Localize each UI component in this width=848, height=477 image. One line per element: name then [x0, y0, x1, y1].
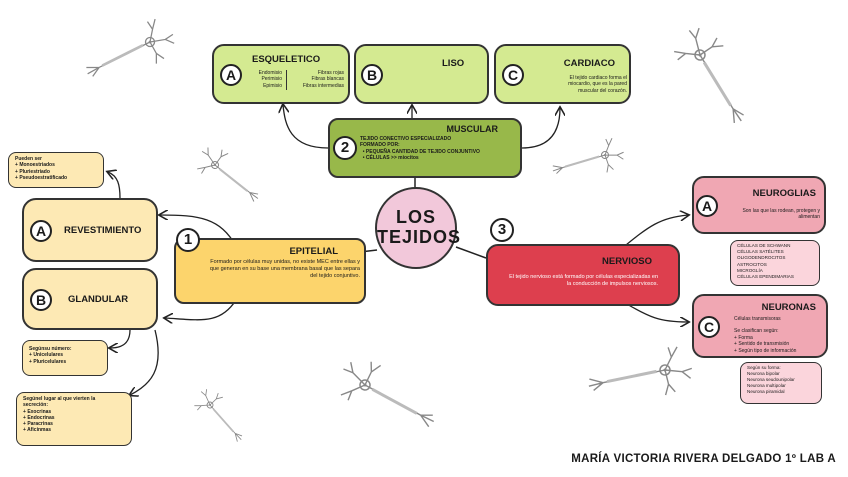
- glandular-note1-item: + Pluricelulares: [29, 358, 67, 365]
- muscular-description: TEJIDO CONECTIVO ESPECIALIZADO FORMADO P…: [360, 136, 480, 161]
- arrow-to-glandular-note1: [110, 329, 131, 348]
- glandular-note2-item: + Endocrinas: [23, 414, 55, 421]
- neuroglia-item: MICROGLÍA: [737, 267, 763, 273]
- revestimiento-letter: A: [30, 220, 52, 242]
- glandular-note1-header: Segúnsu número:: [29, 346, 72, 352]
- neuronas-form-item: Neurona bipolar: [747, 371, 780, 376]
- glandular-note-number: Segúnsu número: + Unicelulares + Plurice…: [22, 340, 108, 376]
- neuron-drawing-7: [187, 384, 257, 444]
- epitelial-title: EPITELIAL: [289, 246, 338, 257]
- neuroglia-item: CÉLULAS EPENDIMARIAS: [737, 274, 794, 280]
- revest-note-item: + Monoestriados: [15, 162, 55, 169]
- neuronas-classify-item: + Sentido de transmisión: [734, 341, 790, 348]
- revest-note-item: + Pluriestriado: [15, 168, 50, 175]
- liso-letter: B: [361, 64, 383, 86]
- glandular-note1-item: + Unicelulares: [29, 352, 64, 359]
- neuron-drawing-2: [660, 19, 774, 128]
- esqueletico-left-list: Endomisio Perimisio Epimisio: [252, 70, 282, 89]
- nervioso-box: NERVIOSO El tejido nervioso está formado…: [486, 244, 680, 306]
- neuroglia-item: CÉLULAS SATÉLITES: [737, 249, 784, 255]
- esqueletico-item: Fibras blancas: [311, 76, 344, 83]
- epitelial-number-badge: 1: [176, 228, 200, 252]
- esqueletico-right-list: Fibras rojas Fibras blancas Fibras inter…: [290, 70, 344, 89]
- neuronas-classify-item: + Forma: [734, 335, 753, 341]
- neuroglia-item: CÉLULAS DE SCHWANN: [737, 243, 791, 248]
- muscular-line: TEJIDO CONECTIVO ESPECIALIZADO: [360, 136, 452, 142]
- arrow-to-glandular-note2: [130, 329, 159, 395]
- neuron-drawing-1: [82, 6, 182, 106]
- arrow-to-glandular: [165, 299, 237, 320]
- nervioso-title: NERVIOSO: [602, 256, 652, 267]
- neuronas-box: NEURONAS Células transmisoras Se clasifi…: [692, 294, 828, 358]
- cardiaco-text: El tejido cardiaco forma el miocardio, q…: [568, 75, 627, 94]
- nervioso-number-badge: 3: [490, 218, 514, 242]
- esqueletico-letter: A: [220, 64, 242, 86]
- center-node: LOS TEJIDOS: [375, 187, 462, 269]
- neuronas-form-header: Según su forma:: [747, 365, 781, 370]
- neuroglia-item: ASTROCITOS: [737, 261, 767, 267]
- muscular-box: MUSCULAR TEJIDO CONECTIVO ESPECIALIZADO …: [328, 118, 522, 178]
- esqueletico-item: Perimisio: [261, 76, 282, 83]
- arrow-to-revest-note: [108, 172, 121, 199]
- glandular-title: GLANDULAR: [68, 294, 129, 305]
- revestimiento-note: Pueden ser + Monoestriados + Pluriestria…: [8, 152, 104, 188]
- center-title-line1: LOS: [395, 207, 436, 227]
- arrow-to-cardiaco: [521, 108, 560, 149]
- glandular-note2-header: Segúnel lugar al que vierten la secreció…: [23, 396, 96, 409]
- esqueletico-item: Fibras rojas: [317, 70, 344, 76]
- neuron-drawing-5: [334, 355, 444, 429]
- epitelial-box: EPITELIAL Formado por células muy unidas…: [174, 238, 366, 304]
- liso-title: LISO: [442, 58, 465, 69]
- neuronas-classify-header: Se clasifican según:: [734, 328, 779, 334]
- neuroglias-title: NEUROGLIAS: [752, 188, 816, 199]
- esqueletico-item: Epimisio: [263, 82, 282, 89]
- muscular-number-badge: 2: [333, 136, 357, 160]
- author-signature: MARÍA VICTORIA RIVERA DELGADO 1º LAB A: [571, 453, 836, 465]
- glandular-note2-item: + Exocrinas: [23, 408, 52, 415]
- esqueletico-item: Endomisio: [258, 70, 282, 76]
- esqueletico-title: ESQUELETICO: [252, 54, 321, 65]
- neuronas-form-item: Neurona multipolar: [747, 383, 786, 388]
- nervioso-text: El tejido nervioso está formado por célu…: [509, 274, 658, 287]
- glandular-note2-item: + Paracrinas: [23, 421, 53, 428]
- neuron-drawing-4: [549, 127, 630, 200]
- neuron-drawing-6: [584, 330, 700, 430]
- arrow-to-neuroglias: [619, 215, 688, 251]
- neuronas-classify-item: + Según tipo de información: [734, 347, 797, 354]
- glandular-note2-item: + Aficinmas: [23, 427, 52, 434]
- neuroglias-text: Son las que las rodean, protegen y alime…: [742, 208, 820, 221]
- neuroglia-item: OLIGODENDROCITOS: [737, 255, 786, 261]
- revestimiento-title: REVESTIMIENTO: [64, 225, 142, 236]
- cardiaco-letter: C: [502, 64, 524, 86]
- esqueletico-item: Fibras intermedias: [302, 82, 344, 89]
- muscular-title: MUSCULAR: [446, 124, 499, 134]
- glandular-letter: B: [30, 289, 52, 311]
- neuronas-title: NEURONAS: [761, 302, 816, 313]
- center-title-line2: TEJIDOS: [377, 227, 462, 247]
- esqueletico-divider: [286, 70, 287, 90]
- neuronas-letter: C: [698, 316, 720, 338]
- connector-center-nervioso: [455, 246, 487, 259]
- muscular-bullet: • PEQUEÑA CANTIDAD DE TEJIDO CONJUNTIVO: [360, 148, 480, 155]
- muscular-bullet: • CÉLULAS >> miocitos: [360, 154, 419, 161]
- glandular-note-secretion: Segúnel lugar al que vierten la secreció…: [16, 392, 132, 446]
- revest-note-header: Pueden ser: [15, 156, 42, 162]
- neuronas-text: Células transmisoras: [734, 316, 781, 322]
- neuroglias-list-box: CÉLULAS DE SCHWANN CÉLULAS SATÉLITES OLI…: [730, 240, 820, 286]
- neuron-drawing-3: [190, 142, 271, 204]
- neuronas-form-box: Según su forma: Neurona bipolar Neurona …: [740, 362, 822, 404]
- cardiaco-title: CARDIACO: [563, 58, 615, 69]
- muscular-line: FORMADO POR:: [360, 142, 400, 149]
- neuronas-form-item: Neurona piramidal: [747, 389, 785, 394]
- revest-note-item: + Pseudoestratificado: [15, 174, 68, 181]
- neuroglias-letter: A: [696, 195, 718, 217]
- neuronas-form-item: Neurona seudounipolar: [747, 377, 795, 382]
- epitelial-text: Formado por células muy unidas, no exist…: [209, 259, 360, 279]
- arrow-to-esqueletico: [283, 105, 329, 149]
